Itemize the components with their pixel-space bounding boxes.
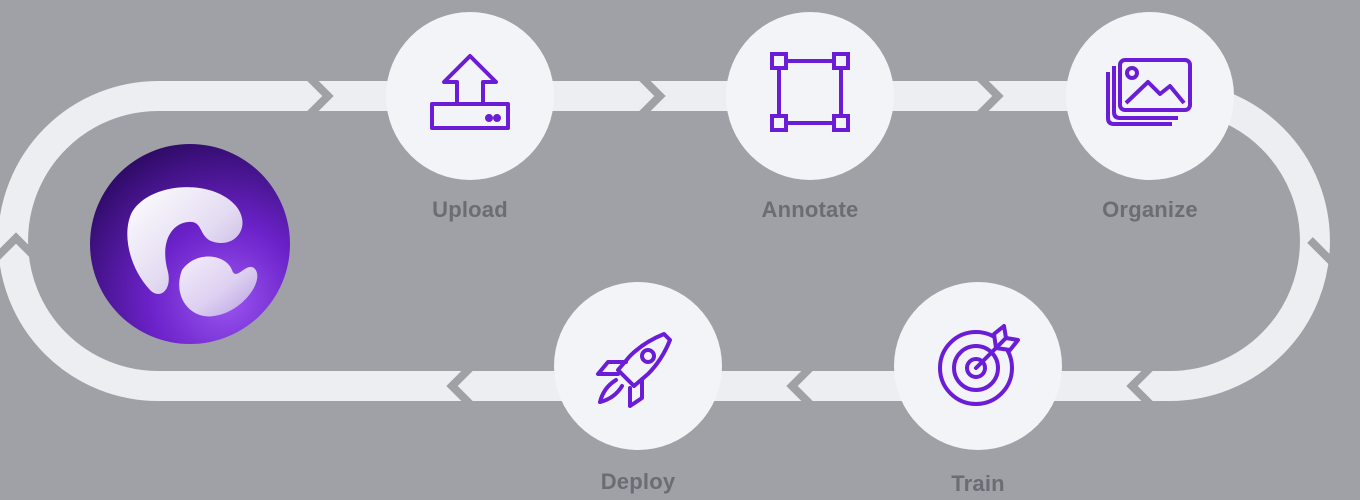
step-label-train: Train xyxy=(951,471,1005,496)
chevron-right-icon xyxy=(301,69,334,123)
loop-track xyxy=(0,81,1330,401)
chevron-right-icon xyxy=(971,69,1004,123)
target-icon xyxy=(938,324,1020,406)
chevron-right-icon xyxy=(633,69,666,123)
step-label-organize: Organize xyxy=(1102,197,1198,222)
upload-step-circle xyxy=(386,12,554,180)
annotate-step-circle xyxy=(726,12,894,180)
step-label-deploy: Deploy xyxy=(600,469,676,494)
chevron-left-icon xyxy=(786,359,819,413)
bounding-box-icon xyxy=(770,52,850,132)
step-label-upload: Upload xyxy=(432,197,508,222)
upload-icon xyxy=(430,54,510,130)
chevron-left-icon xyxy=(1126,359,1159,413)
rocket-icon xyxy=(596,332,672,408)
deploy-step-circle xyxy=(554,282,722,450)
brand-logo-icon xyxy=(90,144,290,344)
chevron-left-icon xyxy=(446,359,479,413)
chevron-up-icon xyxy=(0,232,43,265)
image-gallery-icon xyxy=(1106,58,1192,126)
step-label-annotate: Annotate xyxy=(761,197,859,222)
chevron-down-icon xyxy=(1307,237,1360,270)
